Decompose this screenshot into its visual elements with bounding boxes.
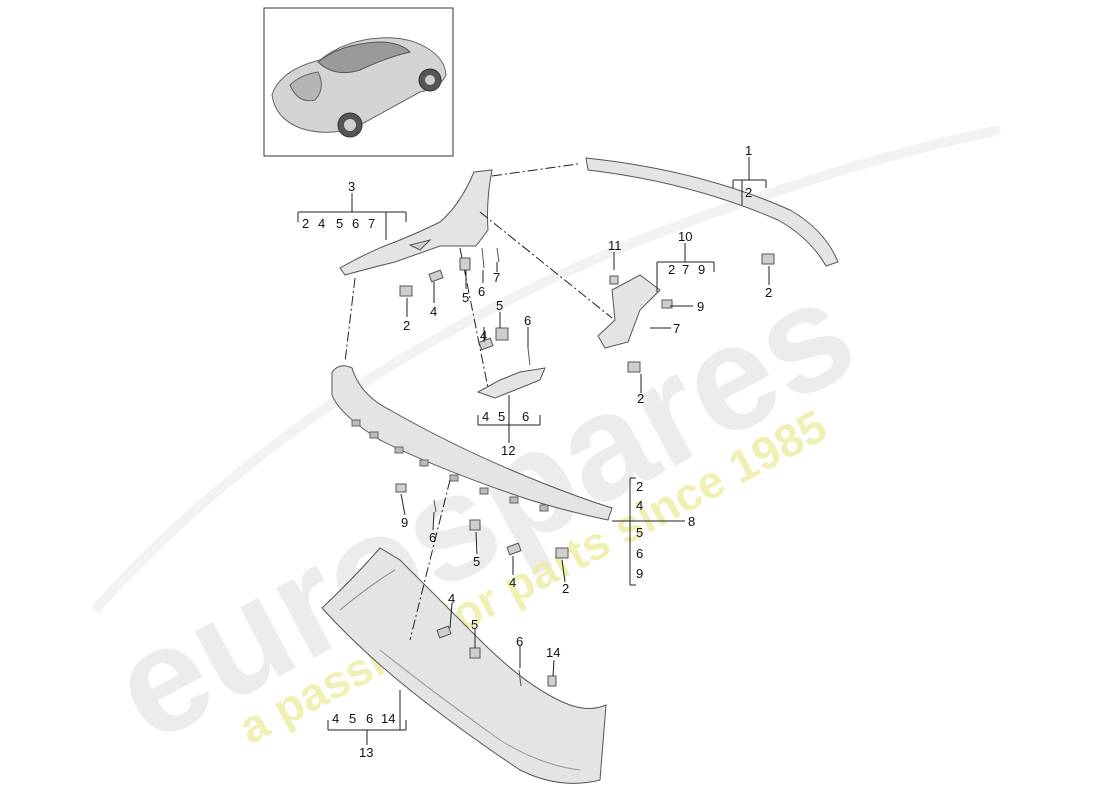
label-clip-a-2: 2 xyxy=(403,318,410,333)
label-part-10-sub-2: 9 xyxy=(698,262,705,277)
label-clip-b-6: 6 xyxy=(524,313,531,328)
part-3-a-pillar-trim xyxy=(339,169,493,276)
label-clip-e-4: 4 xyxy=(509,575,516,590)
assembly-lines xyxy=(344,163,613,641)
label-clip-c-7: 7 xyxy=(673,321,680,336)
label-clip-a-7: 7 xyxy=(493,270,500,285)
callout-labels: 1 2 3 2 4 5 6 7 10 2 7 9 11 2 4 5 6 7 5 … xyxy=(302,143,772,760)
label-part-12-sub-0: 4 xyxy=(482,409,489,424)
part-1-roof-trim xyxy=(585,157,839,267)
label-clip-f-6: 6 xyxy=(516,634,523,649)
label-part-3-sub-1: 4 xyxy=(318,216,325,231)
label-part-3: 3 xyxy=(348,179,355,194)
label-clip-a-5: 5 xyxy=(462,290,469,305)
label-part-13-sub-1: 5 xyxy=(349,711,356,726)
label-clip-e-2: 2 xyxy=(562,581,569,596)
label-clip-f-14: 14 xyxy=(546,645,560,660)
label-clip-e-6: 6 xyxy=(429,530,436,545)
label-clip-c-9: 9 xyxy=(697,299,704,314)
label-part-3-sub-0: 2 xyxy=(302,216,309,231)
part-12-trim xyxy=(476,367,546,399)
label-part-3-sub-2: 5 xyxy=(336,216,343,231)
part-10-bracket xyxy=(597,274,661,349)
label-clip-b-4: 4 xyxy=(480,328,487,343)
label-part-13-sub-3: 14 xyxy=(381,711,395,726)
label-part-8-sub-4: 9 xyxy=(636,566,643,581)
label-part-12-sub-1: 5 xyxy=(498,409,505,424)
car-thumbnail xyxy=(263,7,454,157)
part-13-lower-panel xyxy=(321,547,607,784)
watermark: eurospares a passion for parts since 198… xyxy=(86,125,1001,773)
label-part-10-sub-0: 2 xyxy=(668,262,675,277)
label-part-11: 11 xyxy=(608,238,622,253)
label-part-13-sub-0: 4 xyxy=(332,711,339,726)
label-clip-e-9: 9 xyxy=(401,515,408,530)
label-clip-e-5: 5 xyxy=(473,554,480,569)
callout-lines xyxy=(297,157,770,745)
label-part-3-sub-4: 7 xyxy=(368,216,375,231)
label-part-13-sub-2: 6 xyxy=(366,711,373,726)
label-part-8-sub-0: 2 xyxy=(636,479,643,494)
label-clip-f-5: 5 xyxy=(471,617,478,632)
label-part-8-sub-2: 5 xyxy=(636,525,643,540)
fasteners xyxy=(395,247,775,687)
label-clip-a-6: 6 xyxy=(478,284,485,299)
label-clip-f-4: 4 xyxy=(448,591,455,606)
label-part-8-sub-3: 6 xyxy=(636,546,643,561)
label-part-1: 1 xyxy=(745,143,752,158)
part-8-sill-trim xyxy=(331,365,613,521)
label-part-12: 12 xyxy=(501,443,515,458)
label-part-1-sub: 2 xyxy=(745,185,752,200)
label-clip-b-5: 5 xyxy=(496,298,503,313)
label-clip-d-2: 2 xyxy=(637,391,644,406)
label-part-13: 13 xyxy=(359,745,373,760)
label-part-10: 10 xyxy=(678,229,692,244)
label-clip-c-2: 2 xyxy=(765,285,772,300)
label-part-3-sub-3: 6 xyxy=(352,216,359,231)
label-part-10-sub-1: 7 xyxy=(682,262,689,277)
label-part-8-sub-1: 4 xyxy=(636,498,643,513)
label-part-8: 8 xyxy=(688,514,695,529)
label-part-12-sub-2: 6 xyxy=(522,409,529,424)
label-clip-a-4: 4 xyxy=(430,304,437,319)
